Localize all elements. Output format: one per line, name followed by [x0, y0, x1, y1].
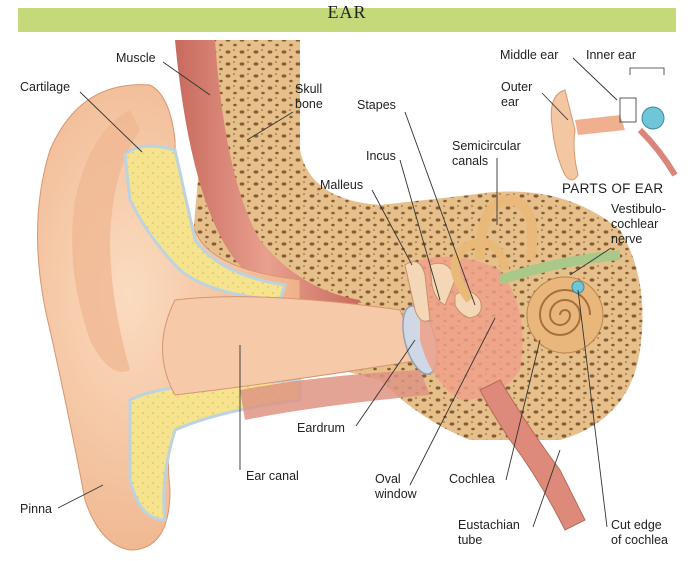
semicircular-canal-2 [450, 238, 510, 303]
label-eustachian-tube: Eustachian tube [458, 518, 520, 548]
label-skull-bone-line2: bone [295, 97, 323, 111]
inset-tube [637, 127, 678, 177]
label-vestibulo-line2: cochlear [611, 217, 659, 231]
ear-canal [162, 296, 421, 396]
inset-canal [575, 115, 625, 135]
pinna-fold [72, 110, 140, 372]
cochlea-body [526, 276, 604, 354]
label-malleus: Malleus [320, 178, 364, 192]
eustachian-tube [479, 379, 586, 531]
label-eustachian-line1: Eustachian [458, 518, 520, 532]
label-oval-window: Oval window [375, 472, 417, 502]
inset-outer-ear [550, 89, 579, 181]
vestibulocochlear-nerve [498, 250, 621, 285]
label-incus: Incus [366, 149, 396, 163]
label-vestibulocochlear-nerve: Vestibulo- cochlear nerve [611, 202, 666, 247]
label-cut-edge-line2: of cochlea [611, 533, 668, 547]
label-vestibulo-line3: nerve [611, 232, 643, 246]
inset-middle-box [619, 97, 637, 123]
label-cut-edge-of-cochlea: Cut edge of cochlea [611, 518, 668, 548]
malleus [404, 261, 431, 322]
diagram-title: EAR [327, 2, 367, 22]
parts-of-ear-inset [550, 67, 678, 181]
semicircular-canal-1 [475, 194, 538, 261]
label-middle-ear: Middle ear [500, 48, 559, 62]
inset-cochlea [641, 106, 665, 130]
label-outer-ear: Outer ear [501, 80, 532, 110]
muscle [175, 40, 360, 320]
label-eardrum: Eardrum [297, 421, 345, 435]
label-skull-bone-line1: Skull [295, 82, 323, 96]
label-cut-edge-line1: Cut edge [611, 518, 662, 532]
label-semicircular-line1: Semicircular [452, 139, 521, 153]
label-inner-ear: Inner ear [586, 48, 637, 62]
label-skull-bone: Skull bone [295, 82, 323, 112]
label-vestibulo-line1: Vestibulo- [611, 202, 666, 216]
cochlea-spiral [538, 289, 591, 336]
label-outer-ear-line1: Outer [501, 80, 533, 94]
inset-inner-bracket [629, 67, 665, 75]
label-cartilage: Cartilage [20, 80, 71, 94]
label-oval-window-line2: window [375, 487, 417, 501]
title-banner [18, 8, 676, 32]
label-ear-canal: Ear canal [246, 469, 299, 483]
label-cochlea: Cochlea [449, 472, 495, 486]
incus [429, 262, 456, 306]
label-parts-of-ear: PARTS OF EAR [562, 181, 664, 196]
label-semicircular-line2: canals [452, 154, 489, 168]
label-muscle: Muscle [116, 51, 156, 65]
ear-canal-muscle [240, 370, 430, 420]
label-semicircular-canals: Semicircular canals [452, 139, 521, 169]
leader-lines [57, 57, 618, 528]
label-oval-window-line1: Oval [375, 472, 401, 486]
label-eustachian-line2: tube [458, 533, 483, 547]
label-outer-ear-line2: ear [501, 95, 520, 109]
label-pinna: Pinna [20, 502, 52, 516]
label-stapes: Stapes [357, 98, 396, 112]
